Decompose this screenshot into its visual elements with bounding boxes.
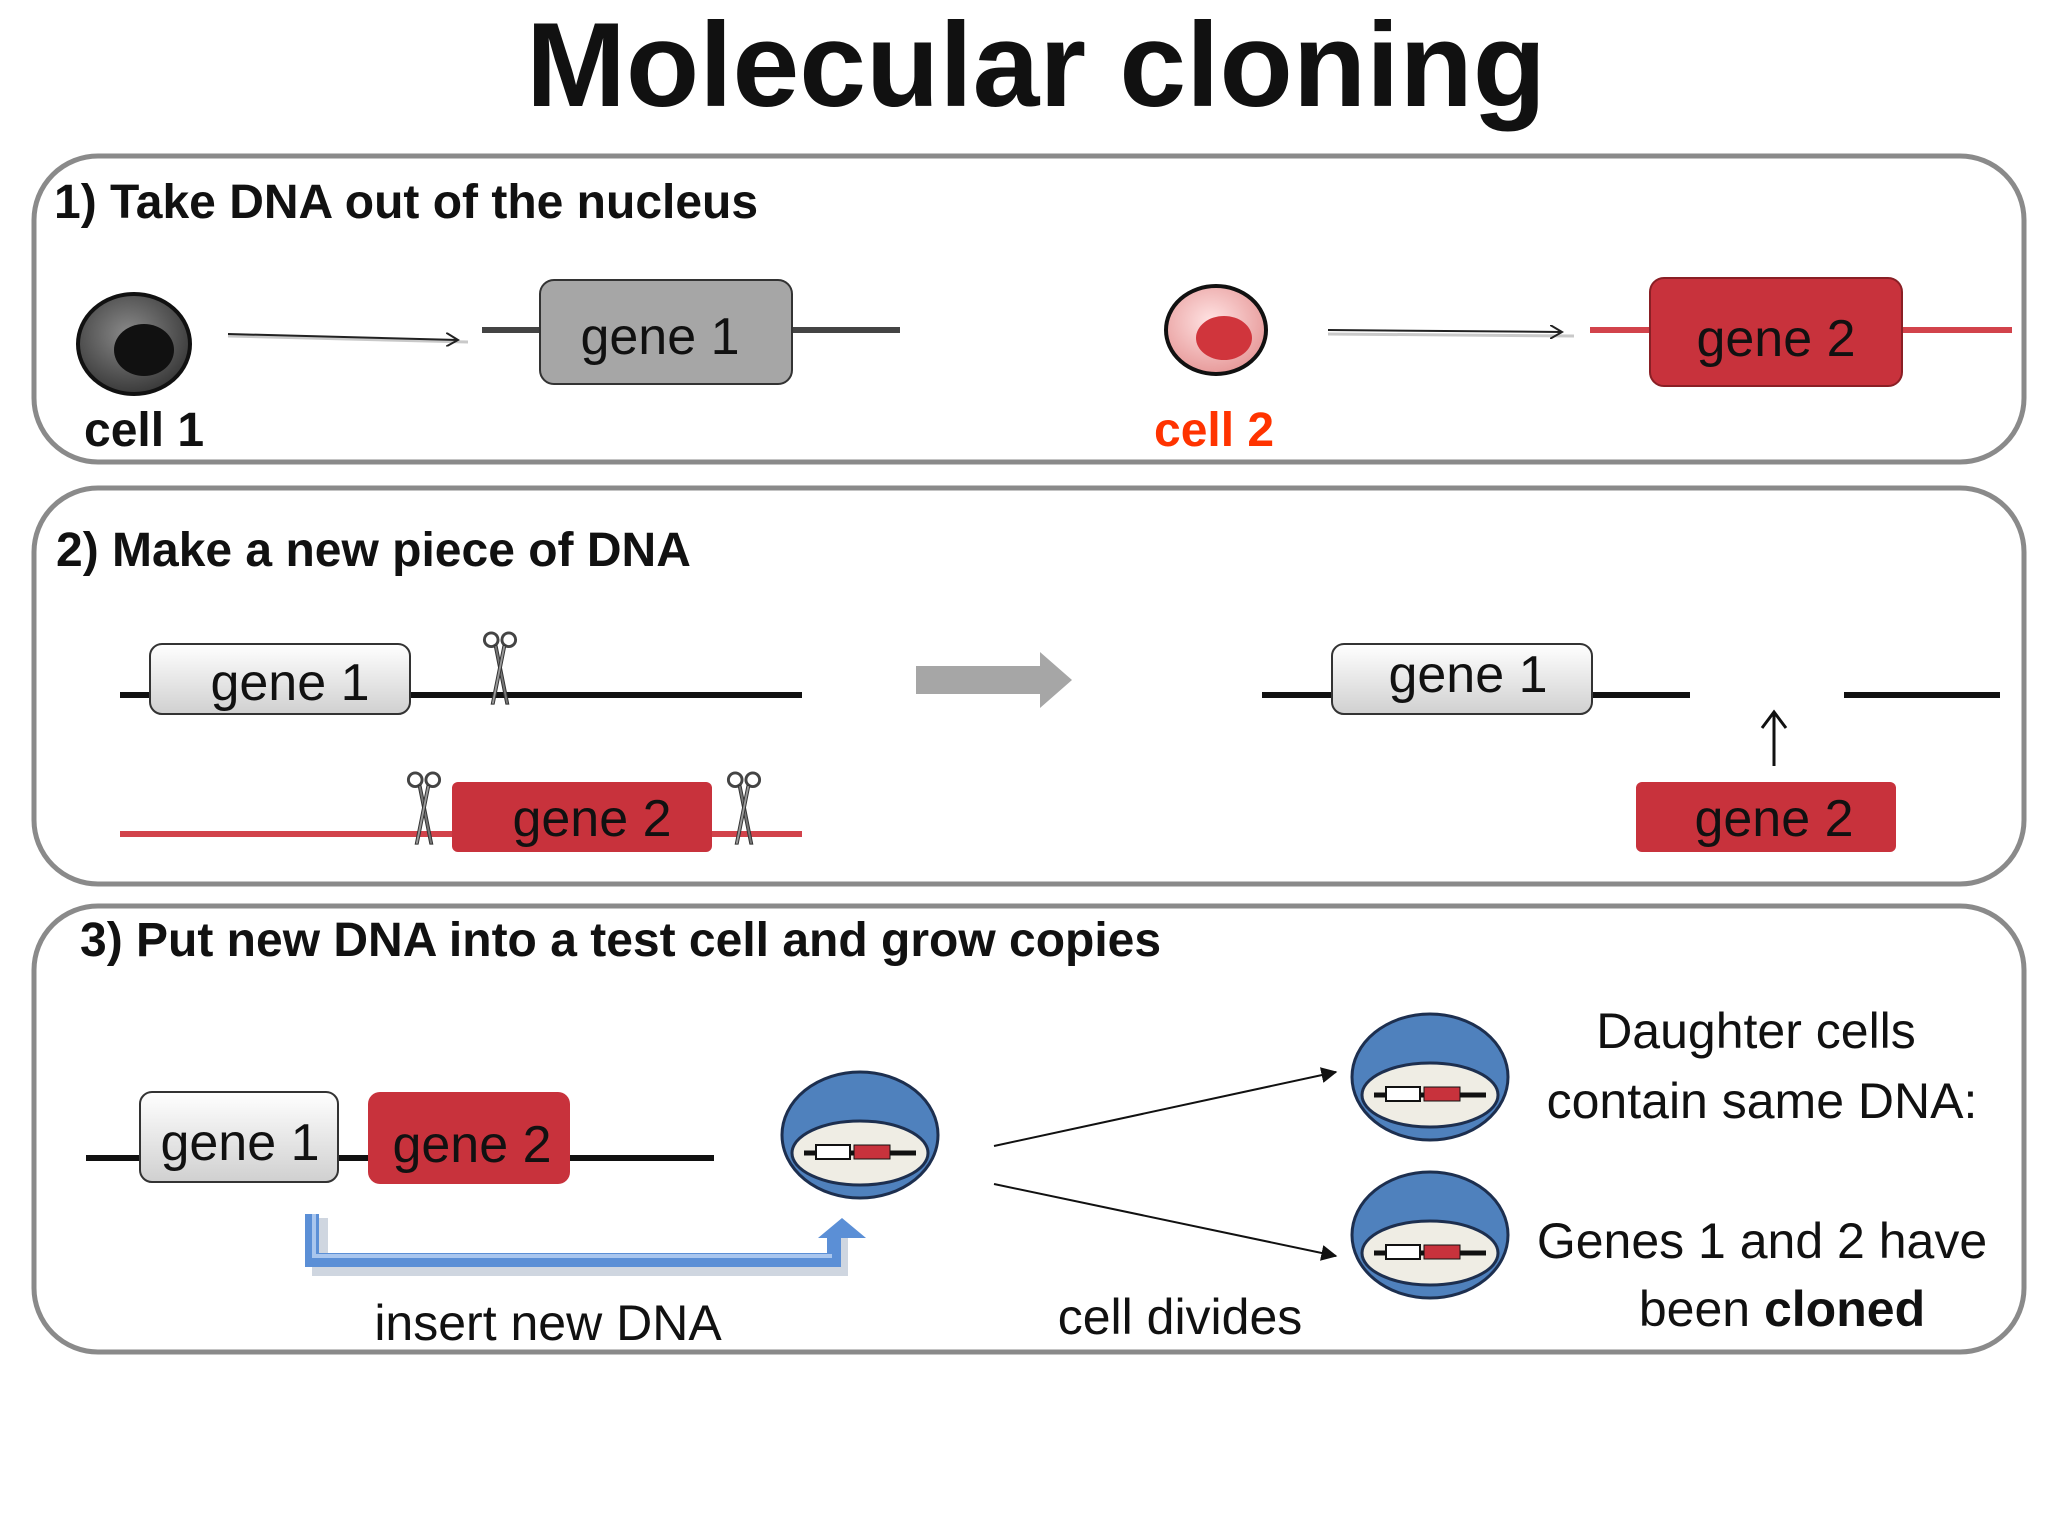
step-1-panel: 1) Take DNA out of the nucleus cell 1 ge… <box>31 153 2027 465</box>
note-line-3: Genes 1 and 2 have <box>1537 1213 1987 1269</box>
gene-1-box-step3 <box>139 1091 339 1183</box>
gene-2-label-right: gene 2 <box>1694 790 1853 848</box>
gene-1-label: gene 1 <box>580 308 739 366</box>
note-line-2: contain same DNA: <box>1547 1073 1978 1129</box>
gene-2-label-left: gene 2 <box>512 790 671 848</box>
cell-divides-label: cell divides <box>1058 1289 1303 1345</box>
gene-2-dna-strand: gene 2 <box>1590 277 2012 387</box>
gene-2-box <box>1649 277 1903 387</box>
note-line-4: been cloned <box>1639 1281 1925 1337</box>
gene-1-label-left: gene 1 <box>210 654 369 712</box>
daughter-cell-icon <box>1352 1172 1508 1298</box>
gray-block-arrow-icon <box>916 652 1072 708</box>
step-3-panel: 3) Put new DNA into a test cell and grow… <box>31 903 2027 1355</box>
gene-1-label-right: gene 1 <box>1388 646 1547 704</box>
gene-1-dna-strand: gene 1 <box>482 279 900 385</box>
note-line-1: Daughter cells <box>1596 1003 1916 1059</box>
gene-1-box-left <box>149 643 411 715</box>
note-line-4-prefix: been <box>1639 1281 1764 1337</box>
step-2-panel: 2) Make a new piece of DNA gene 1 gene 2… <box>31 485 2027 887</box>
note-cloned-emphasis: cloned <box>1764 1281 1925 1337</box>
cell-1-label: cell 1 <box>84 404 204 457</box>
step-2-heading: 2) Make a new piece of DNA <box>56 524 691 577</box>
step-3-heading: 3) Put new DNA into a test cell and grow… <box>80 914 1161 967</box>
gene-1-box <box>539 279 793 385</box>
arrow-cell1-to-gene1 <box>227 334 469 342</box>
divide-arrow-down <box>993 1183 1338 1261</box>
step-1-heading: 1) Take DNA out of the nucleus <box>54 176 758 229</box>
gene-2-label: gene 2 <box>1696 310 1855 368</box>
gene-2-box-left <box>452 782 712 852</box>
arrow-cell2-to-gene2 <box>1327 330 1575 336</box>
insert-arrow-icon <box>305 1214 866 1276</box>
gene-2-box-right <box>1636 782 1896 852</box>
insert-new-dna-label: insert new DNA <box>374 1295 722 1351</box>
divide-arrow-up <box>993 1067 1338 1147</box>
cell-2-label: cell 2 <box>1154 404 1274 457</box>
cell-1-icon <box>76 292 192 396</box>
daughter-cell-icon <box>1352 1014 1508 1140</box>
cell-2-icon <box>1164 284 1268 376</box>
insert-up-arrow <box>1760 709 1788 766</box>
page-title: Molecular cloning <box>526 0 1546 132</box>
gene-2-label-step3: gene 2 <box>392 1116 551 1174</box>
test-cell-icon <box>782 1072 938 1198</box>
gene-1-label-step3: gene 1 <box>160 1114 319 1172</box>
gene-2-box-step3 <box>368 1092 570 1184</box>
gene-1-box-right <box>1331 643 1593 715</box>
